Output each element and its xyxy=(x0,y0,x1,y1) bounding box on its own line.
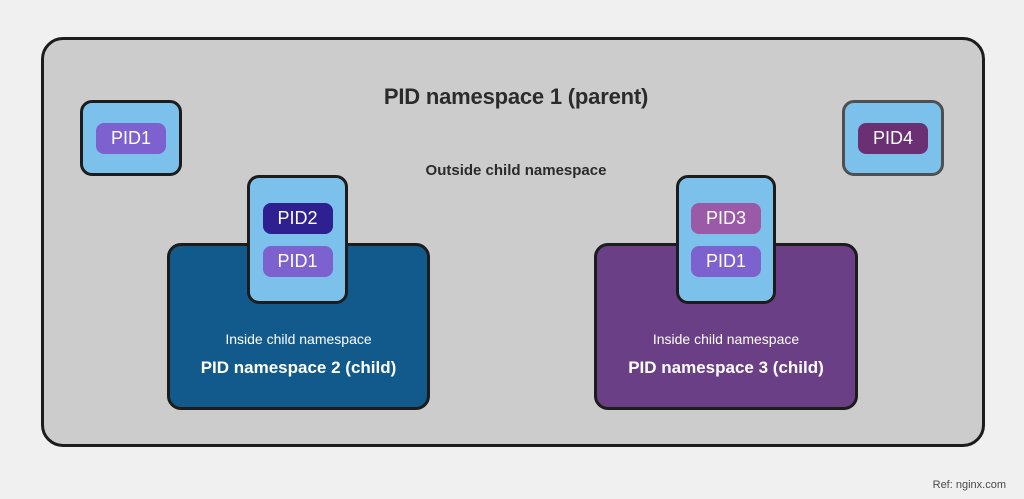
process-card-child-3: PID3 PID1 xyxy=(676,175,776,304)
pid-badge-pid1-left: PID1 xyxy=(96,122,166,154)
pid-badge-pid4: PID4 xyxy=(858,122,928,154)
child-3-title: PID namespace 3 (child) xyxy=(628,358,824,377)
parent-namespace-title: PID namespace 1 (parent) xyxy=(383,84,649,109)
child-2-inside-label: Inside child namespace xyxy=(225,331,372,347)
child-3-inside-label: Inside child namespace xyxy=(652,331,800,347)
outside-child-namespace-label: Outside child namespace xyxy=(425,162,607,179)
pid-badge-pid1-child-3: PID1 xyxy=(691,245,761,277)
pid-badge-pid3: PID3 xyxy=(691,202,761,234)
footer-reference: Ref: nginx.com xyxy=(932,479,1006,491)
process-card-right: PID4 xyxy=(842,100,944,176)
pid-badge-pid1-child-2: PID1 xyxy=(262,245,333,277)
pid-badge-pid2: PID2 xyxy=(262,202,333,234)
process-card-child-2: PID2 PID1 xyxy=(247,175,348,304)
child-2-title: PID namespace 2 (child) xyxy=(200,358,397,377)
process-card-left: PID1 xyxy=(80,100,182,176)
